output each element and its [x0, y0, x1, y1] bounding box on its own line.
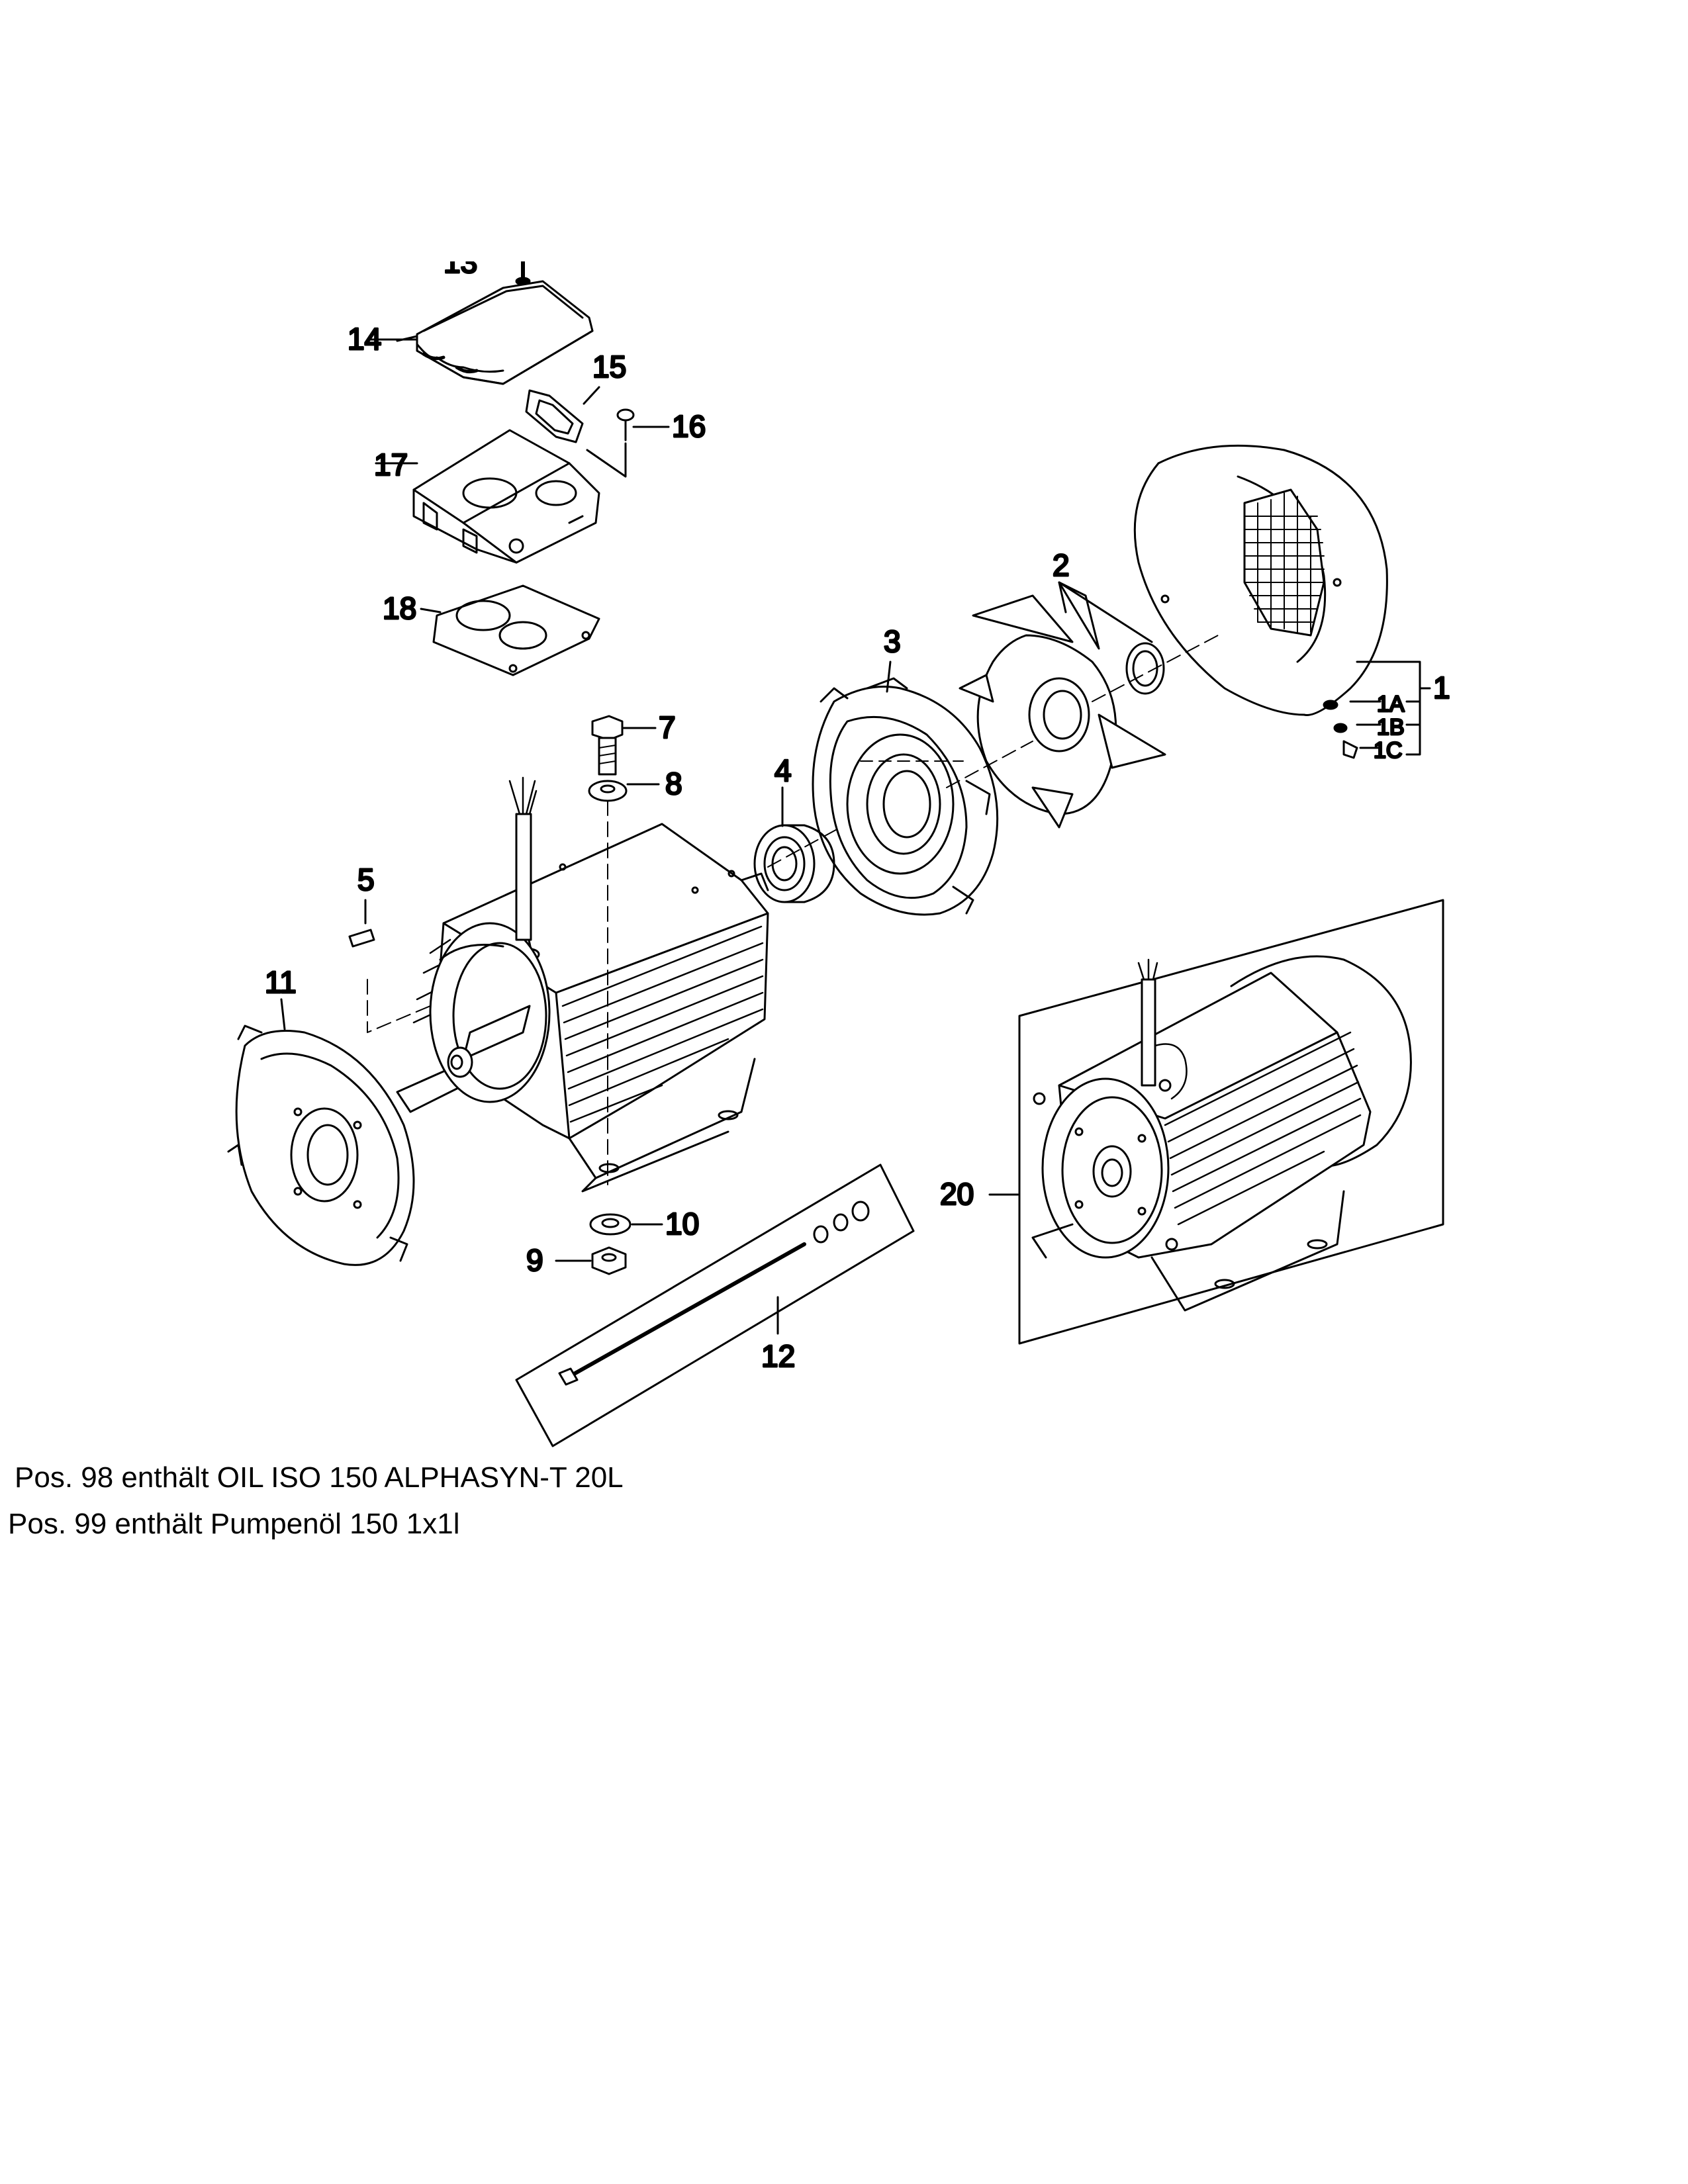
callout-7: 7 [659, 710, 676, 745]
part-2-fan [959, 581, 1166, 829]
callout-1a: 1A [1377, 692, 1405, 717]
part-18-base-gasket [420, 584, 600, 676]
callout-16: 16 [672, 409, 706, 443]
callout-17: 17 [374, 447, 408, 482]
callout-18: 18 [383, 591, 416, 625]
part-9-nut [555, 1246, 627, 1275]
part-11-end-shield [227, 998, 415, 1266]
callout-2: 2 [1053, 548, 1070, 582]
callout-11: 11 [265, 965, 297, 999]
callout-15: 15 [592, 349, 626, 384]
part-1a-1c-screws [1323, 700, 1358, 759]
part-8-washer [588, 780, 660, 802]
callout-10: 10 [665, 1206, 699, 1241]
callout-12: 12 [761, 1339, 795, 1373]
motor-housing [367, 635, 1219, 1193]
callout-3: 3 [884, 624, 901, 659]
part-12-tie-rod-kit [515, 1163, 915, 1447]
part-4-bearing [753, 786, 835, 903]
callout-5: 5 [357, 862, 375, 897]
callout-1b: 1B [1377, 715, 1405, 740]
top-clip-mask [397, 225, 596, 261]
callout-14: 14 [348, 322, 381, 356]
note-pos-99: Pos. 99 enthält Pumpenöl 150 1x1l [8, 1508, 460, 1540]
part-3-end-shield [812, 660, 999, 916]
part-20-complete-motor [988, 899, 1444, 1345]
part-13-screw [515, 259, 531, 286]
callout-1c: 1C [1374, 738, 1402, 763]
callout-9: 9 [526, 1243, 543, 1277]
part-1-fan-cover [1133, 444, 1431, 756]
part-5-key [348, 899, 375, 948]
part-10-washer [589, 1213, 663, 1236]
part-16-screw [586, 408, 670, 478]
callout-20: 20 [940, 1177, 974, 1211]
part-7-bolt [591, 715, 657, 776]
part-17-terminal-box [375, 429, 600, 564]
callout-8: 8 [665, 766, 682, 801]
part-14-terminal-cover [369, 280, 594, 385]
callout-4: 4 [774, 753, 792, 788]
part-15-gasket [525, 386, 600, 443]
note-pos-98: Pos. 98 enthält OIL ISO 150 ALPHASYN-T 2… [15, 1461, 624, 1494]
callout-1: 1 [1433, 670, 1450, 705]
